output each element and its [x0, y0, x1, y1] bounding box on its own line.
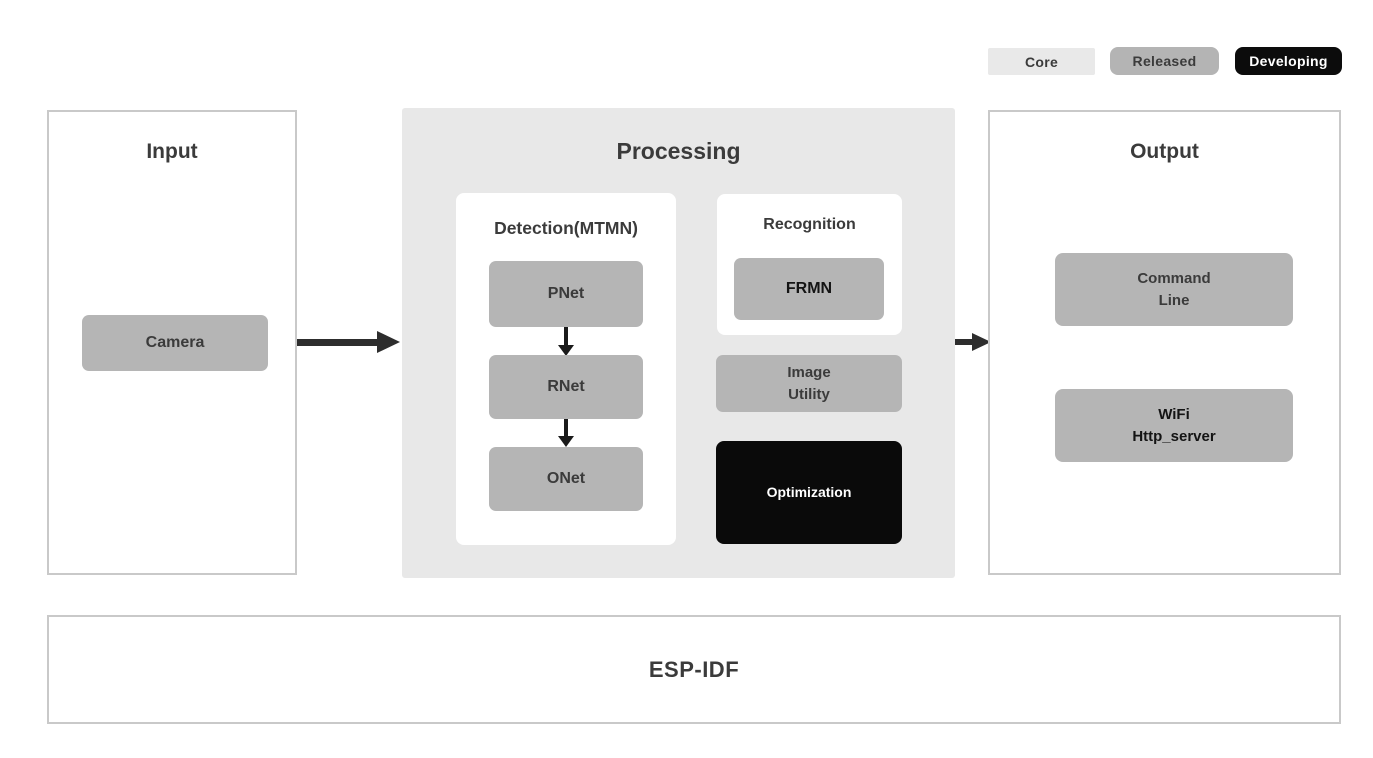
frmn-module: FRMN: [734, 258, 884, 320]
arrow-head: [377, 331, 400, 353]
arrow-head: [558, 436, 574, 447]
arrow-head: [972, 333, 991, 351]
onet-module: ONet: [489, 447, 643, 511]
input-to-processing-arrow: [297, 331, 400, 353]
legend-label-developing: Developing: [1249, 53, 1328, 69]
esp-idf-title: ESP-IDF: [648, 656, 740, 682]
legend-badge-core: Core: [988, 48, 1095, 75]
legend-label-core: Core: [1024, 53, 1059, 70]
rnet-to-onet-arrow: [558, 419, 574, 447]
arrow-line: [564, 419, 568, 436]
legend-badge-developing: Developing: [1235, 47, 1342, 75]
optimization-module: Optimization: [716, 441, 902, 544]
input-panel-title: Input: [146, 140, 198, 163]
arrow-line: [955, 339, 972, 345]
image-utility-module: Image Utility: [716, 355, 902, 412]
detection-group-title: Detection(MTMN): [494, 218, 638, 238]
arrow-head: [558, 345, 574, 356]
legend-label-released: Released: [1132, 53, 1197, 69]
input-panel: Input Camera: [47, 110, 297, 575]
recognition-group-title: Recognition: [763, 216, 856, 233]
recognition-group: Recognition FRMN: [717, 194, 902, 335]
arrow-line: [564, 327, 568, 345]
processing-to-output-arrow: [955, 333, 991, 351]
wifi-http-server-module: WiFi Http_server: [1055, 389, 1293, 462]
pnet-module: PNet: [489, 261, 643, 327]
detection-group: Detection(MTMN) PNet RNet ONet: [456, 193, 676, 545]
pnet-to-rnet-arrow: [558, 327, 574, 356]
esp-idf-panel: ESP-IDF: [47, 615, 1341, 724]
processing-panel-title: Processing: [616, 138, 741, 164]
output-panel: Output Command Line WiFi Http_server: [988, 110, 1341, 575]
rnet-module: RNet: [489, 355, 643, 419]
camera-module: Camera: [82, 315, 268, 371]
legend-badge-released: Released: [1110, 47, 1219, 75]
output-panel-title: Output: [1130, 140, 1199, 163]
arrow-line: [297, 339, 377, 346]
command-line-module: Command Line: [1055, 253, 1293, 326]
processing-panel: Processing Detection(MTMN) PNet RNet ONe…: [402, 108, 955, 578]
